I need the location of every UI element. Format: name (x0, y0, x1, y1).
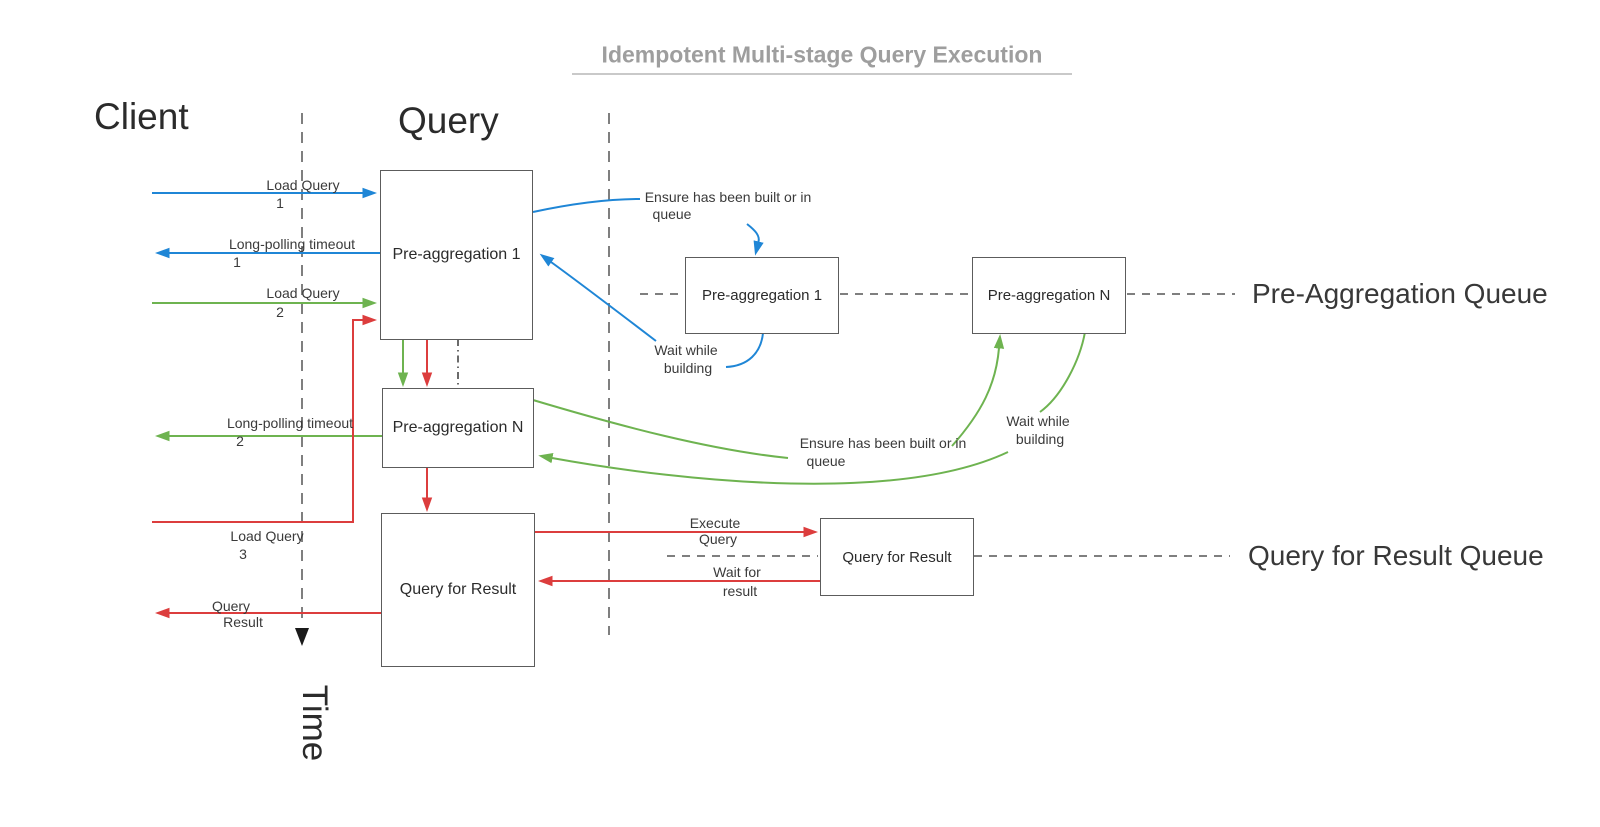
wait-building-green-arrow-into-preaggn (538, 451, 1009, 485)
pre-aggregation-1-node: Pre-aggregation 1 (380, 170, 533, 340)
pre-aggregation-1-node-label: Pre-aggregation 1 (392, 246, 521, 263)
long-polling-timeout-1-number: 1 (233, 254, 241, 270)
execute-query-label-line1: Execute (689, 515, 741, 531)
diagram-title: Idempotent Multi-stage Query Execution (601, 41, 1043, 68)
ensure-built-green-label-line1: Ensure has been built or in (799, 435, 967, 451)
time-axis-label: Time (295, 684, 334, 762)
load-query-3-label: Load Query (230, 528, 304, 544)
wait-building-blue-curve-out (725, 332, 764, 368)
load-query-2-label: Load Query (266, 285, 340, 301)
long-polling-timeout-2-number: 2 (236, 433, 244, 449)
queue-pre-aggregation-n-label: Pre-aggregation N (987, 287, 1111, 304)
time-axis-arrowhead-icon (295, 628, 309, 646)
wait-building-green-label-line1: Wait while (1006, 413, 1070, 429)
queue-query-for-result-node: Query for Result (820, 518, 974, 596)
load-query-3-arrow (152, 314, 377, 523)
ensure-built-blue-label-line1: Ensure has been built or in (644, 189, 812, 205)
load-query-1-label: Load Query (266, 177, 340, 193)
query-for-result-node: Query for Result (381, 513, 535, 667)
wait-for-result-label-line1: Wait for (713, 564, 761, 580)
pre-aggregation-queue-title: Pre-Aggregation Queue (1252, 278, 1548, 309)
ensure-built-blue-label-line2: queue (652, 206, 692, 222)
long-polling-timeout-2-label: Long-polling timeout (226, 415, 354, 431)
wait-building-blue-label-line2: building (663, 360, 713, 376)
ensure-built-green-arrow-into-queue (951, 334, 1005, 447)
wait-building-green-label-line2: building (1015, 431, 1065, 447)
queue-query-for-result-label: Query for Result (842, 548, 952, 566)
client-column-header: Client (94, 96, 189, 137)
ensure-built-blue-arrow-into-queue (746, 223, 764, 256)
wait-for-result-label-line2: result (722, 583, 758, 599)
ensure-built-green-curve-out (532, 399, 789, 459)
title-underline (572, 73, 1072, 75)
ensure-built-blue-curve-out (532, 198, 641, 213)
long-polling-timeout-1-label: Long-polling timeout (228, 236, 356, 252)
load-query-2-number: 2 (276, 304, 284, 320)
execute-query-label-line2: Query (698, 531, 738, 547)
queue-pre-aggregation-1-node: Pre-aggregation 1 (685, 257, 839, 334)
query-result-label-line1: Query (211, 598, 251, 614)
query-for-result-node-label: Query for Result (399, 581, 517, 598)
query-result-label-line2: Result (223, 614, 263, 630)
wait-building-green-curve-out (1039, 331, 1086, 413)
queue-pre-aggregation-n-node: Pre-aggregation N (972, 257, 1126, 334)
query-for-result-queue-title: Query for Result Queue (1248, 540, 1544, 571)
load-query-3-number: 3 (239, 546, 247, 562)
queue-pre-aggregation-1-label: Pre-aggregation 1 (701, 287, 823, 304)
ensure-built-green-label-line2: queue (806, 453, 846, 469)
query-column-header: Query (398, 100, 499, 141)
pre-aggregation-n-node: Pre-aggregation N (382, 388, 534, 468)
load-query-1-number: 1 (276, 195, 284, 211)
wait-building-blue-arrow-into-preagg1 (539, 253, 657, 342)
wait-building-blue-label-line1: Wait while (654, 342, 718, 358)
pre-aggregation-n-node-label: Pre-aggregation N (392, 419, 524, 436)
